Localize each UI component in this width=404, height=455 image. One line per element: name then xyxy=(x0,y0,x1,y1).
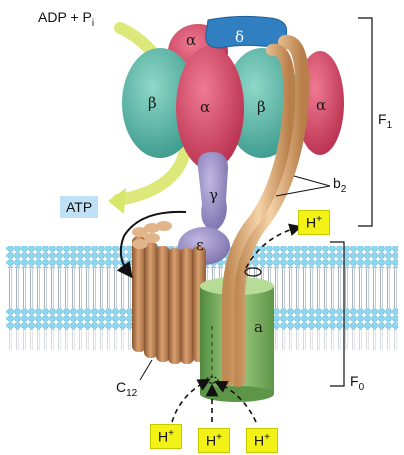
c12-text: C xyxy=(116,379,126,395)
beta-label-left: β xyxy=(148,96,157,111)
proton-box-right: H+ xyxy=(246,428,278,453)
proton-box-mid: H+ xyxy=(198,428,230,453)
f0-label: F0 xyxy=(350,374,364,393)
proton-sup: + xyxy=(264,432,270,443)
proton-box-left: H+ xyxy=(150,424,182,449)
f1-label: F1 xyxy=(378,112,392,131)
alpha-label-back: α xyxy=(186,33,196,48)
atp-label: ATP xyxy=(60,196,98,218)
delta-label: δ xyxy=(235,30,244,45)
c12-sub: 12 xyxy=(126,388,137,399)
gamma-label: γ xyxy=(209,188,218,203)
b2-label: b2 xyxy=(333,176,346,195)
proton-text: H xyxy=(206,433,216,449)
b2-text: b xyxy=(333,175,341,191)
alpha-label-front: α xyxy=(200,100,210,115)
proton-text: H xyxy=(306,215,316,231)
b2-sub: 2 xyxy=(341,184,347,195)
c12-label: C12 xyxy=(116,380,137,399)
proton-text: H xyxy=(254,433,264,449)
epsilon-label: ε xyxy=(196,238,204,253)
f1-sub: 1 xyxy=(387,120,393,131)
f0-sub: 0 xyxy=(359,382,365,393)
alpha-label-right: α xyxy=(316,98,326,113)
atp-text: ATP xyxy=(66,199,92,215)
delta-subunit xyxy=(206,16,287,48)
proton-sup: + xyxy=(216,432,222,443)
reactants-text: ADP + P xyxy=(38,9,92,25)
f0-text: F xyxy=(350,373,359,389)
proton-text: H xyxy=(158,429,168,445)
reactants-label: ADP + Pi xyxy=(38,10,94,29)
proton-sup: + xyxy=(316,214,322,225)
f1-text: F xyxy=(378,111,387,127)
f1-bracket xyxy=(358,18,372,226)
proton-box-out: H+ xyxy=(298,210,330,235)
beta-label-right: β xyxy=(257,100,266,115)
proton-sup: + xyxy=(168,428,174,439)
a-label: a xyxy=(254,320,263,335)
reactants-sub: i xyxy=(92,18,94,29)
